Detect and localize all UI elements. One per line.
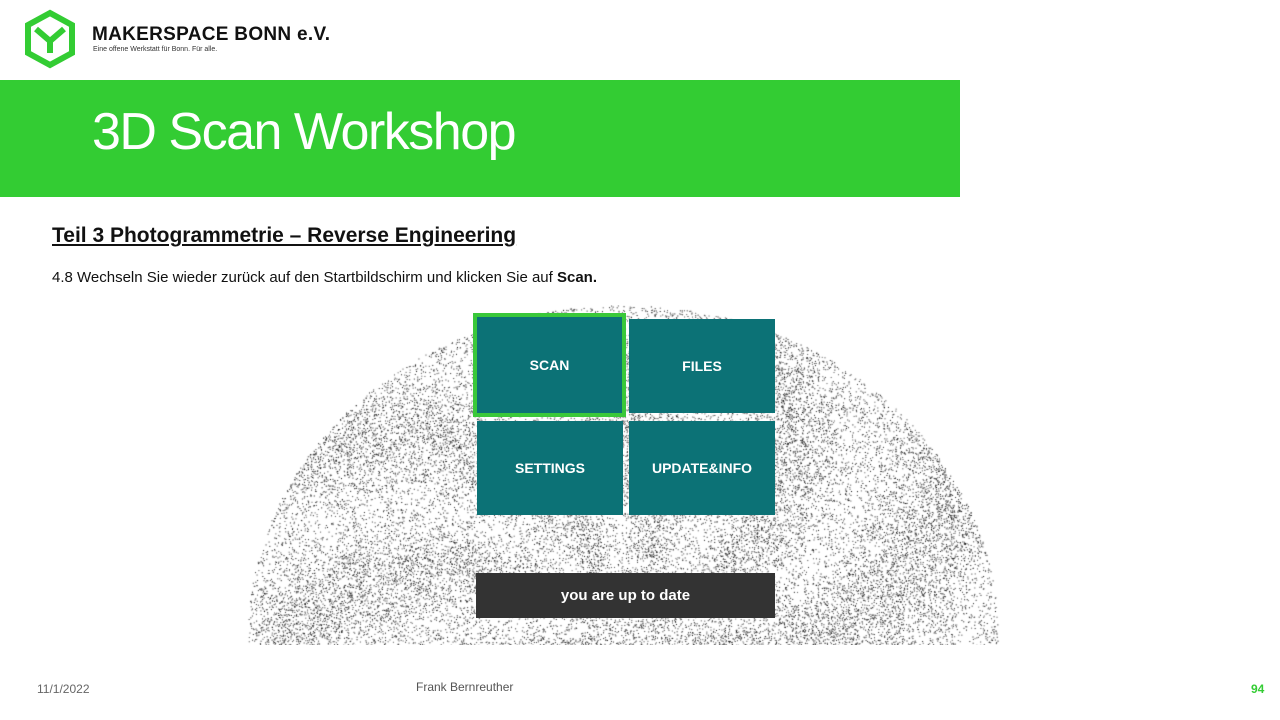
org-name: MAKERSPACE BONN e.V. [92,24,331,45]
section-heading: Teil 3 Photogrammetrie – Reverse Enginee… [52,224,517,247]
files-button[interactable]: FILES [629,319,775,413]
instruction-text: 4.8 Wechseln Sie wieder zurück auf den S… [52,269,597,286]
page-number: 94 [1251,682,1265,696]
page-title: 3D Scan Workshop [92,103,517,161]
settings-button[interactable]: SETTINGS [477,421,623,515]
update-status-bar: you are up to date [476,573,775,618]
scanner-start-screen: SCAN FILES SETTINGS UPDATE&INFO you are … [245,305,1005,645]
footer-author: Frank Bernreuther [416,680,514,694]
update-info-button[interactable]: UPDATE&INFO [629,421,775,515]
instruction-prefix: 4.8 Wechseln Sie wieder zurück auf den S… [52,269,557,286]
footer-date: 11/1/2022 [37,682,90,696]
instruction-bold: Scan. [556,269,598,286]
scan-button[interactable]: SCAN [473,313,626,417]
org-tagline: Eine offene Werkstatt für Bonn. Für alle… [93,46,218,53]
title-banner: 3D Scan Workshop [0,80,960,197]
hexagon-m-logo-icon [25,9,75,69]
